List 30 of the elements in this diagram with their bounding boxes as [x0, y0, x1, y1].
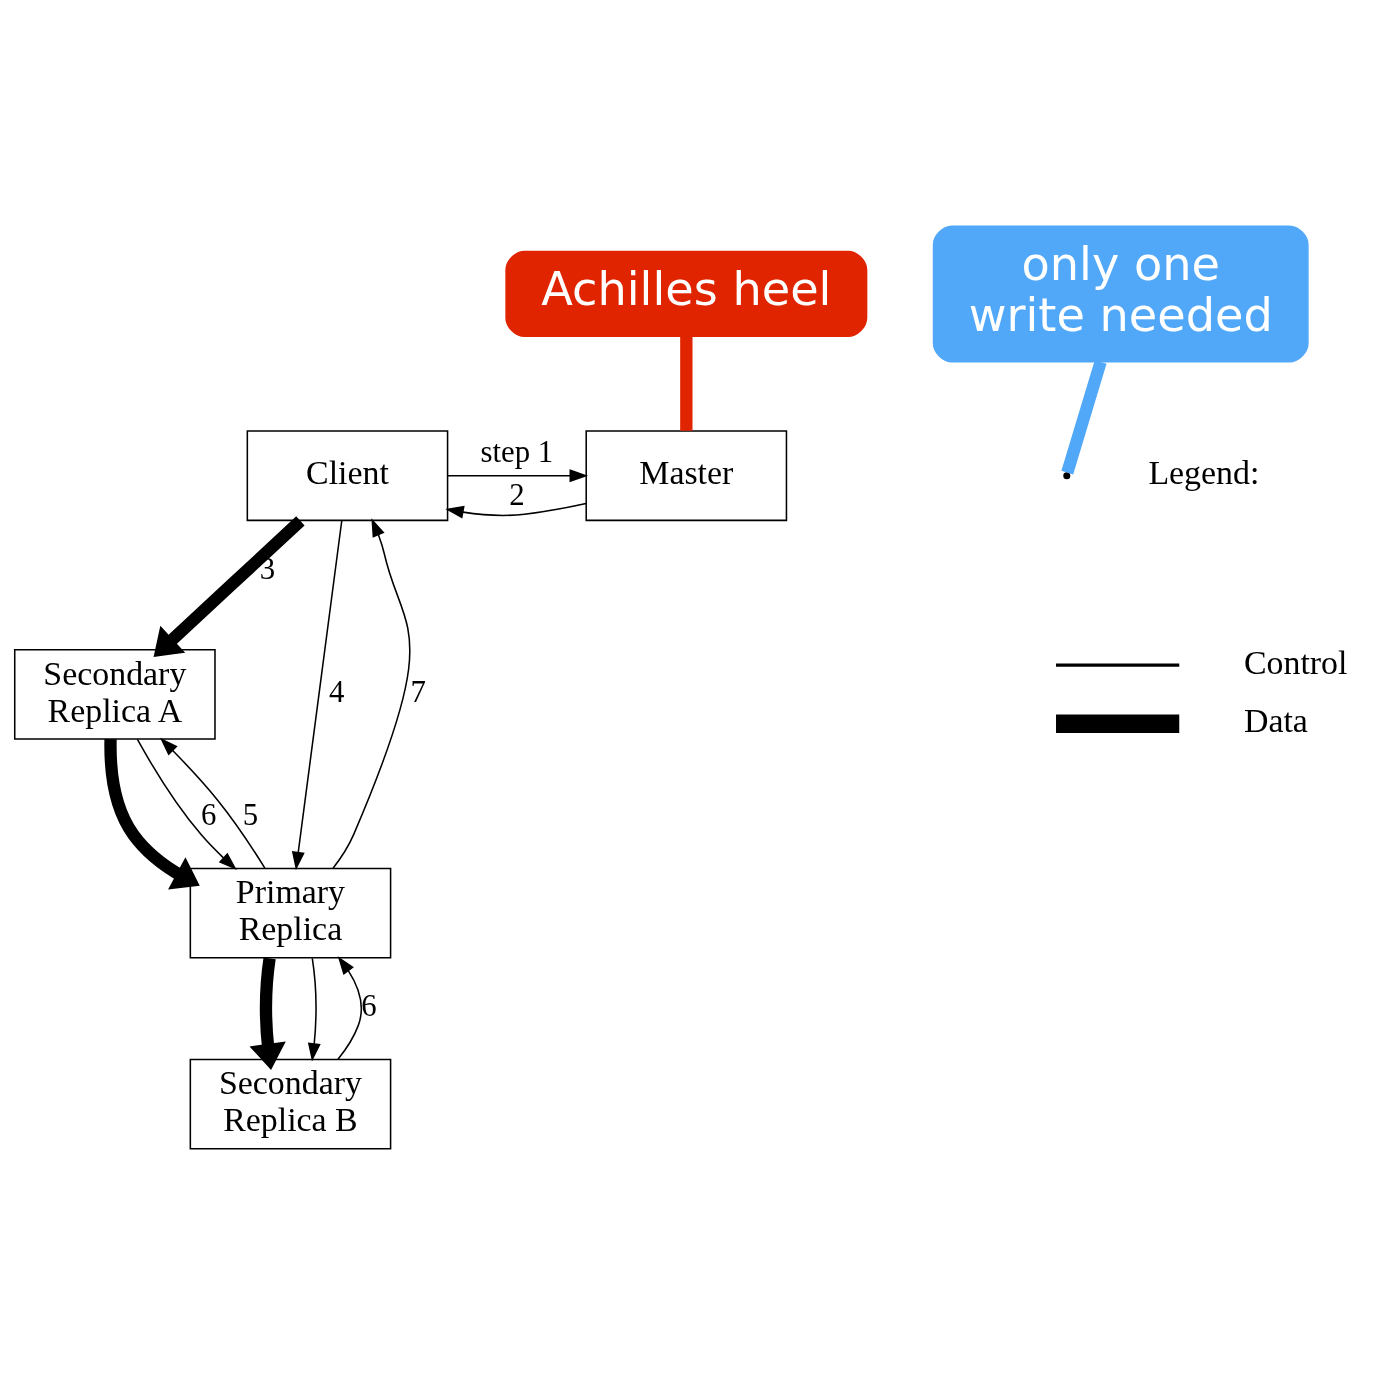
node-box: only one write needed	[932, 225, 1309, 363]
arrow	[136, 738, 237, 871]
arrow	[332, 518, 411, 870]
edge-label: 6	[201, 798, 217, 833]
connector	[680, 336, 693, 431]
node-box: Achilles heel	[505, 250, 868, 338]
arrow	[249, 957, 286, 1070]
edge-label: 7	[410, 675, 427, 710]
node-box: Primary Replica	[189, 867, 392, 959]
edge-label: 5	[242, 798, 259, 833]
node-box: Secondary Replica A	[13, 649, 216, 740]
edge-label: step 1	[480, 434, 554, 469]
arrow	[153, 516, 305, 657]
arrow	[104, 739, 200, 890]
node-box: Secondary Replica B	[189, 1058, 392, 1150]
edge-label: 2	[509, 477, 525, 512]
arrow	[337, 956, 363, 1061]
edge-label: 4	[328, 675, 345, 710]
legend-label: Control	[1243, 643, 1348, 681]
node-box: Client	[246, 430, 449, 522]
arrow	[159, 737, 266, 869]
connector	[1061, 360, 1107, 475]
arrow	[445, 502, 587, 519]
node-box: Master	[585, 430, 788, 522]
arrow	[291, 519, 343, 871]
label: Legend:	[1148, 454, 1260, 492]
arrow	[447, 469, 589, 483]
arrow	[307, 957, 321, 1062]
legend-label: Data	[1243, 702, 1308, 740]
edge-label: 6	[361, 989, 377, 1024]
